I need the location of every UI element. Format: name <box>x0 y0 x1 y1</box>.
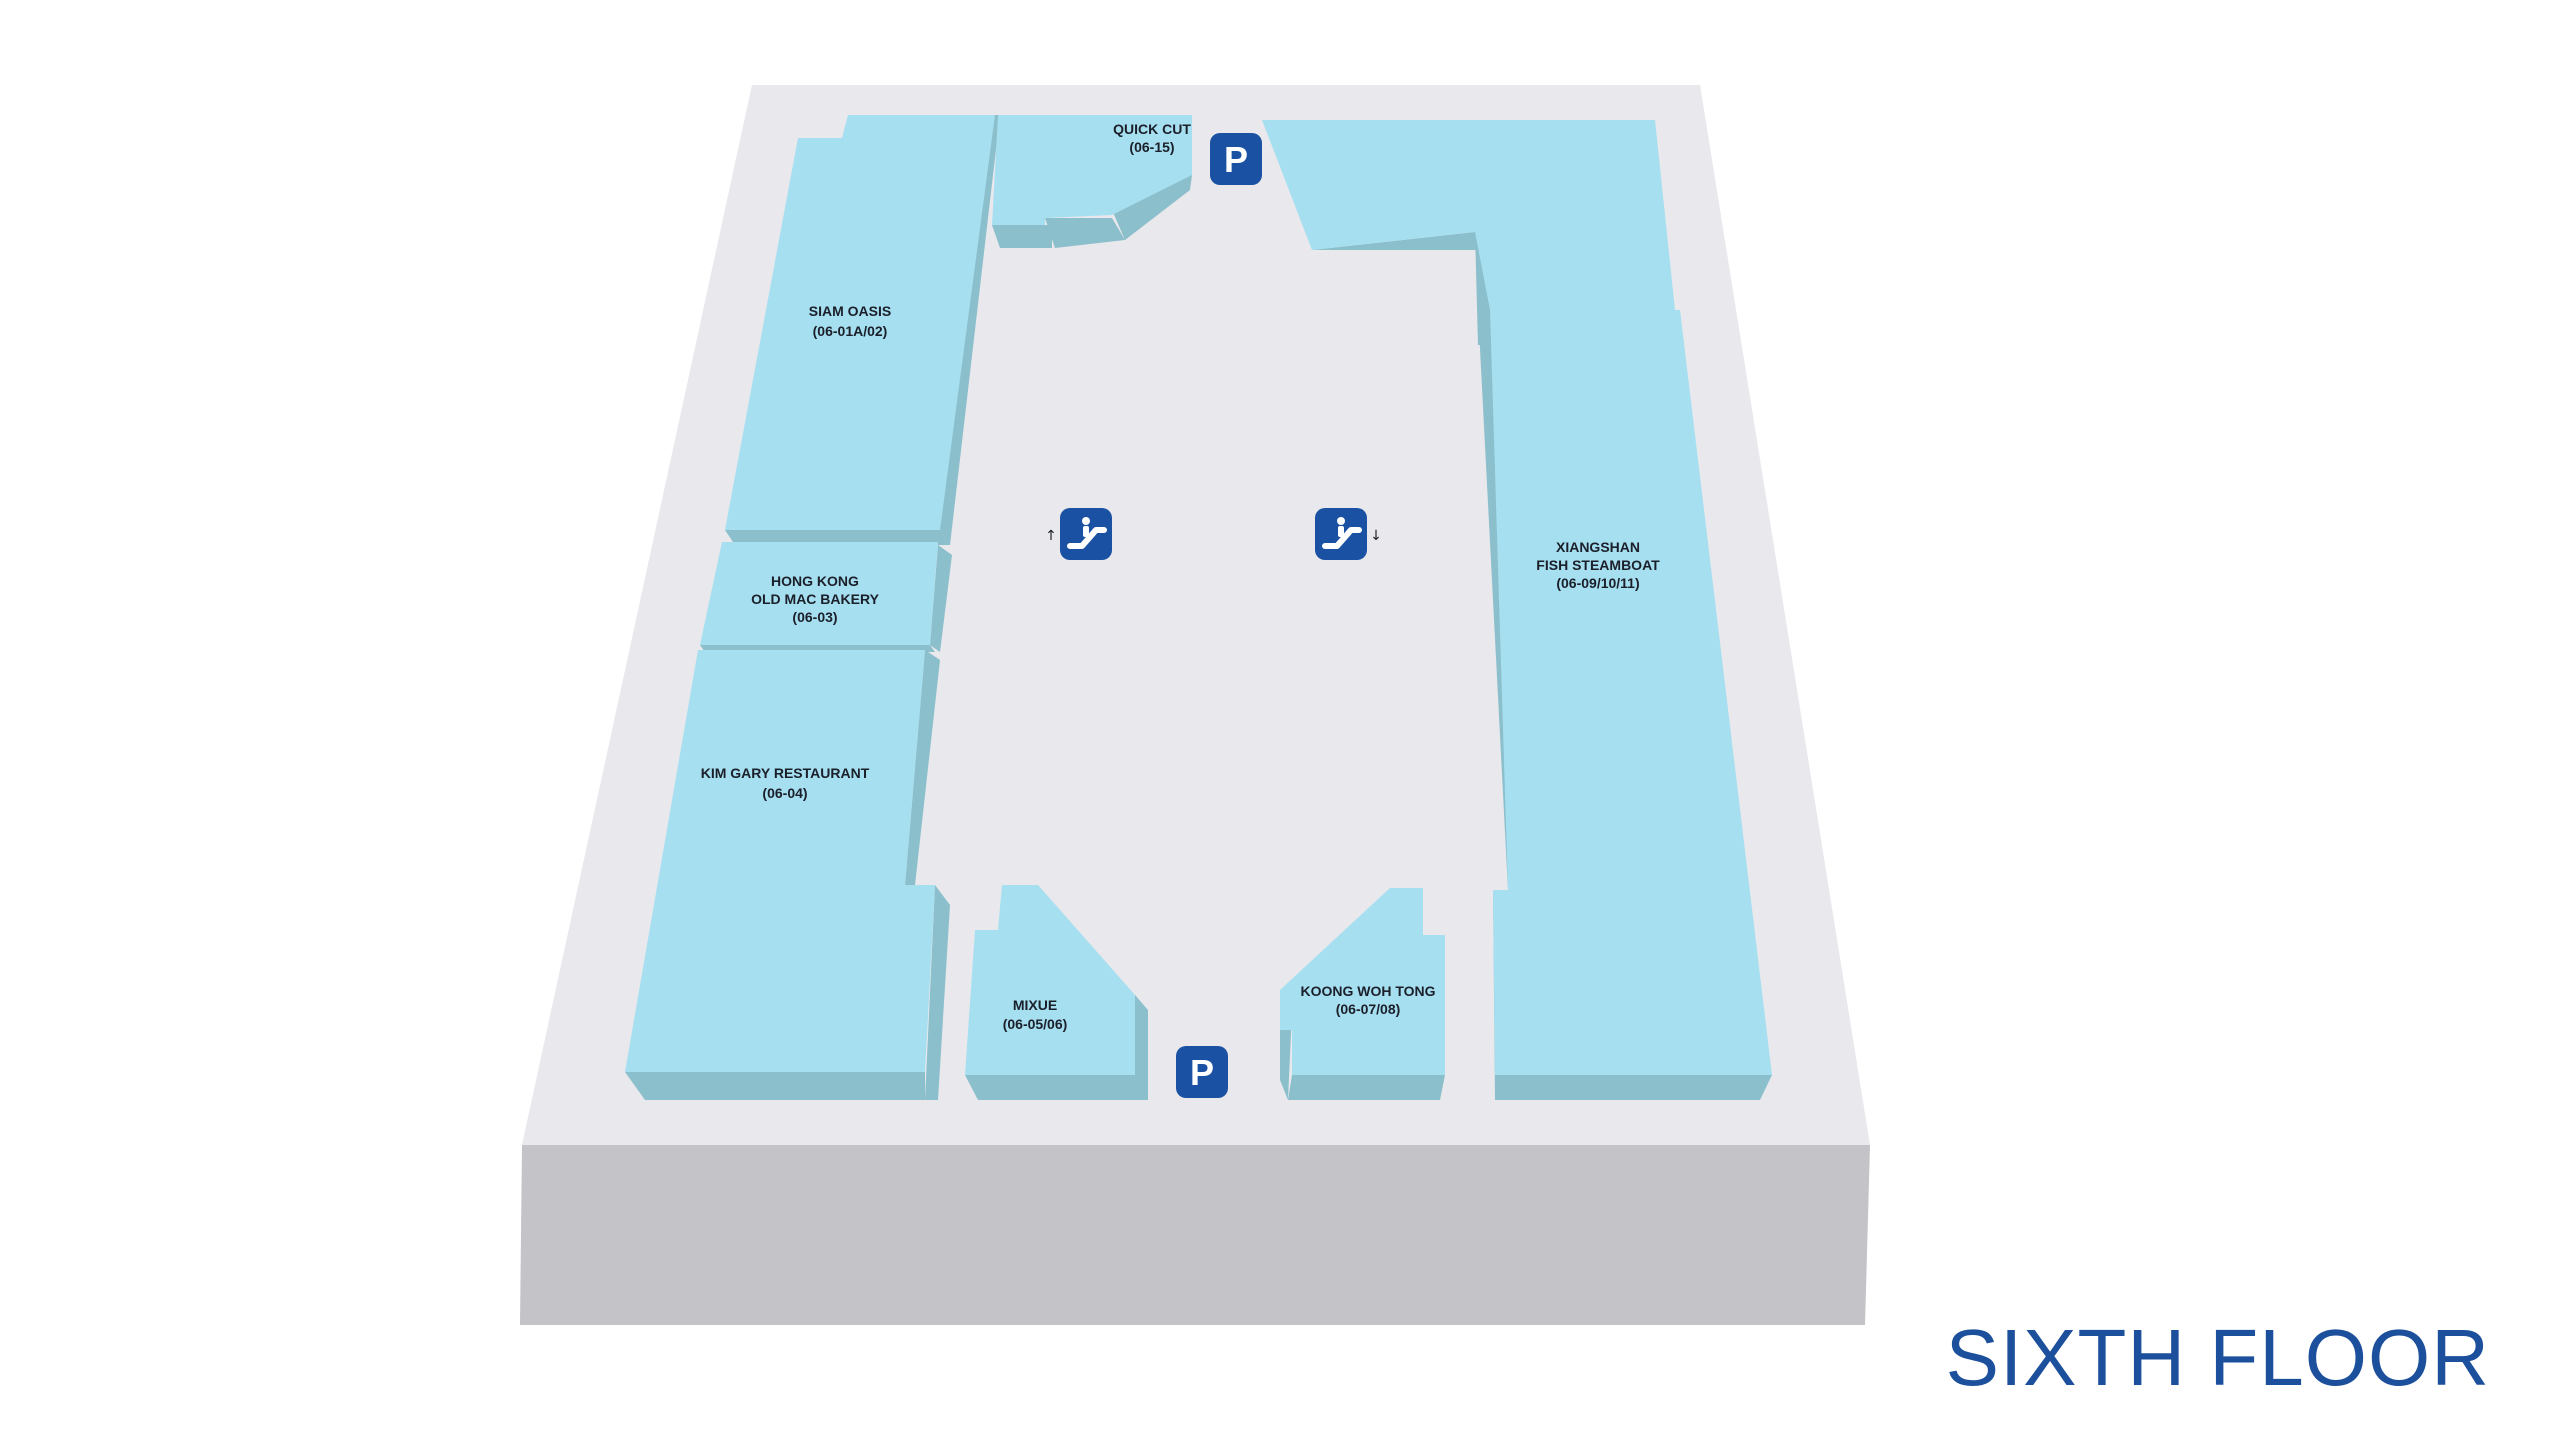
unit-code: (06-03) <box>792 609 837 625</box>
unit-name: KOONG WOH TONG <box>1300 983 1435 999</box>
unit-name-line2: FISH STEAMBOAT <box>1536 557 1660 573</box>
unit-hk-bakery[interactable]: HONG KONG OLD MAC BAKERY (06-03) <box>700 542 952 652</box>
parking-icon[interactable]: P <box>1176 1046 1228 1098</box>
unit-name-line1: HONG KONG <box>771 573 859 589</box>
unit-quick-cut[interactable]: QUICK CUT (06-15) <box>992 115 1192 248</box>
escalator-up-icon[interactable]: ↑ <box>1045 508 1112 560</box>
floor-title: SIXTH FLOOR <box>1946 1313 2490 1402</box>
unit-name: MIXUE <box>1013 997 1057 1013</box>
arrow-up-glyph: ↑ <box>1045 528 1057 544</box>
unit-code: (06-01A/02) <box>813 323 888 339</box>
parking-letter: P <box>1224 139 1248 180</box>
unit-code: (06-05/06) <box>1003 1016 1068 1032</box>
parking-icon[interactable]: P <box>1210 133 1262 185</box>
unit-name: SIAM OASIS <box>809 303 891 319</box>
unit-code: (06-09/10/11) <box>1556 575 1639 591</box>
escalator-down-icon[interactable]: ↓ <box>1315 508 1382 560</box>
arrow-down-glyph: ↓ <box>1370 528 1382 544</box>
unit-code: (06-04) <box>762 785 807 801</box>
parking-letter: P <box>1190 1052 1214 1093</box>
unit-name: KIM GARY RESTAURANT <box>701 765 870 781</box>
unit-koong-woh-tong[interactable]: KOONG WOH TONG (06-07/08) <box>1280 888 1445 1100</box>
unit-name-line1: XIANGSHAN <box>1556 539 1640 555</box>
unit-xiangshan[interactable]: XIANGSHAN FISH STEAMBOAT (06-09/10/11) <box>1478 310 1772 1100</box>
unit-name: QUICK CUT <box>1113 121 1191 137</box>
unit-mixue[interactable]: MIXUE (06-05/06) <box>965 885 1148 1100</box>
unit-code: (06-07/08) <box>1336 1001 1401 1017</box>
unit-name-line2: OLD MAC BAKERY <box>751 591 879 607</box>
floor-slab-front <box>520 1145 1870 1325</box>
unit-code: (06-15) <box>1129 139 1174 155</box>
unit-siam-oasis[interactable]: SIAM OASIS (06-01A/02) <box>725 115 1000 545</box>
unit-kim-gary[interactable]: KIM GARY RESTAURANT (06-04) <box>625 650 950 1100</box>
